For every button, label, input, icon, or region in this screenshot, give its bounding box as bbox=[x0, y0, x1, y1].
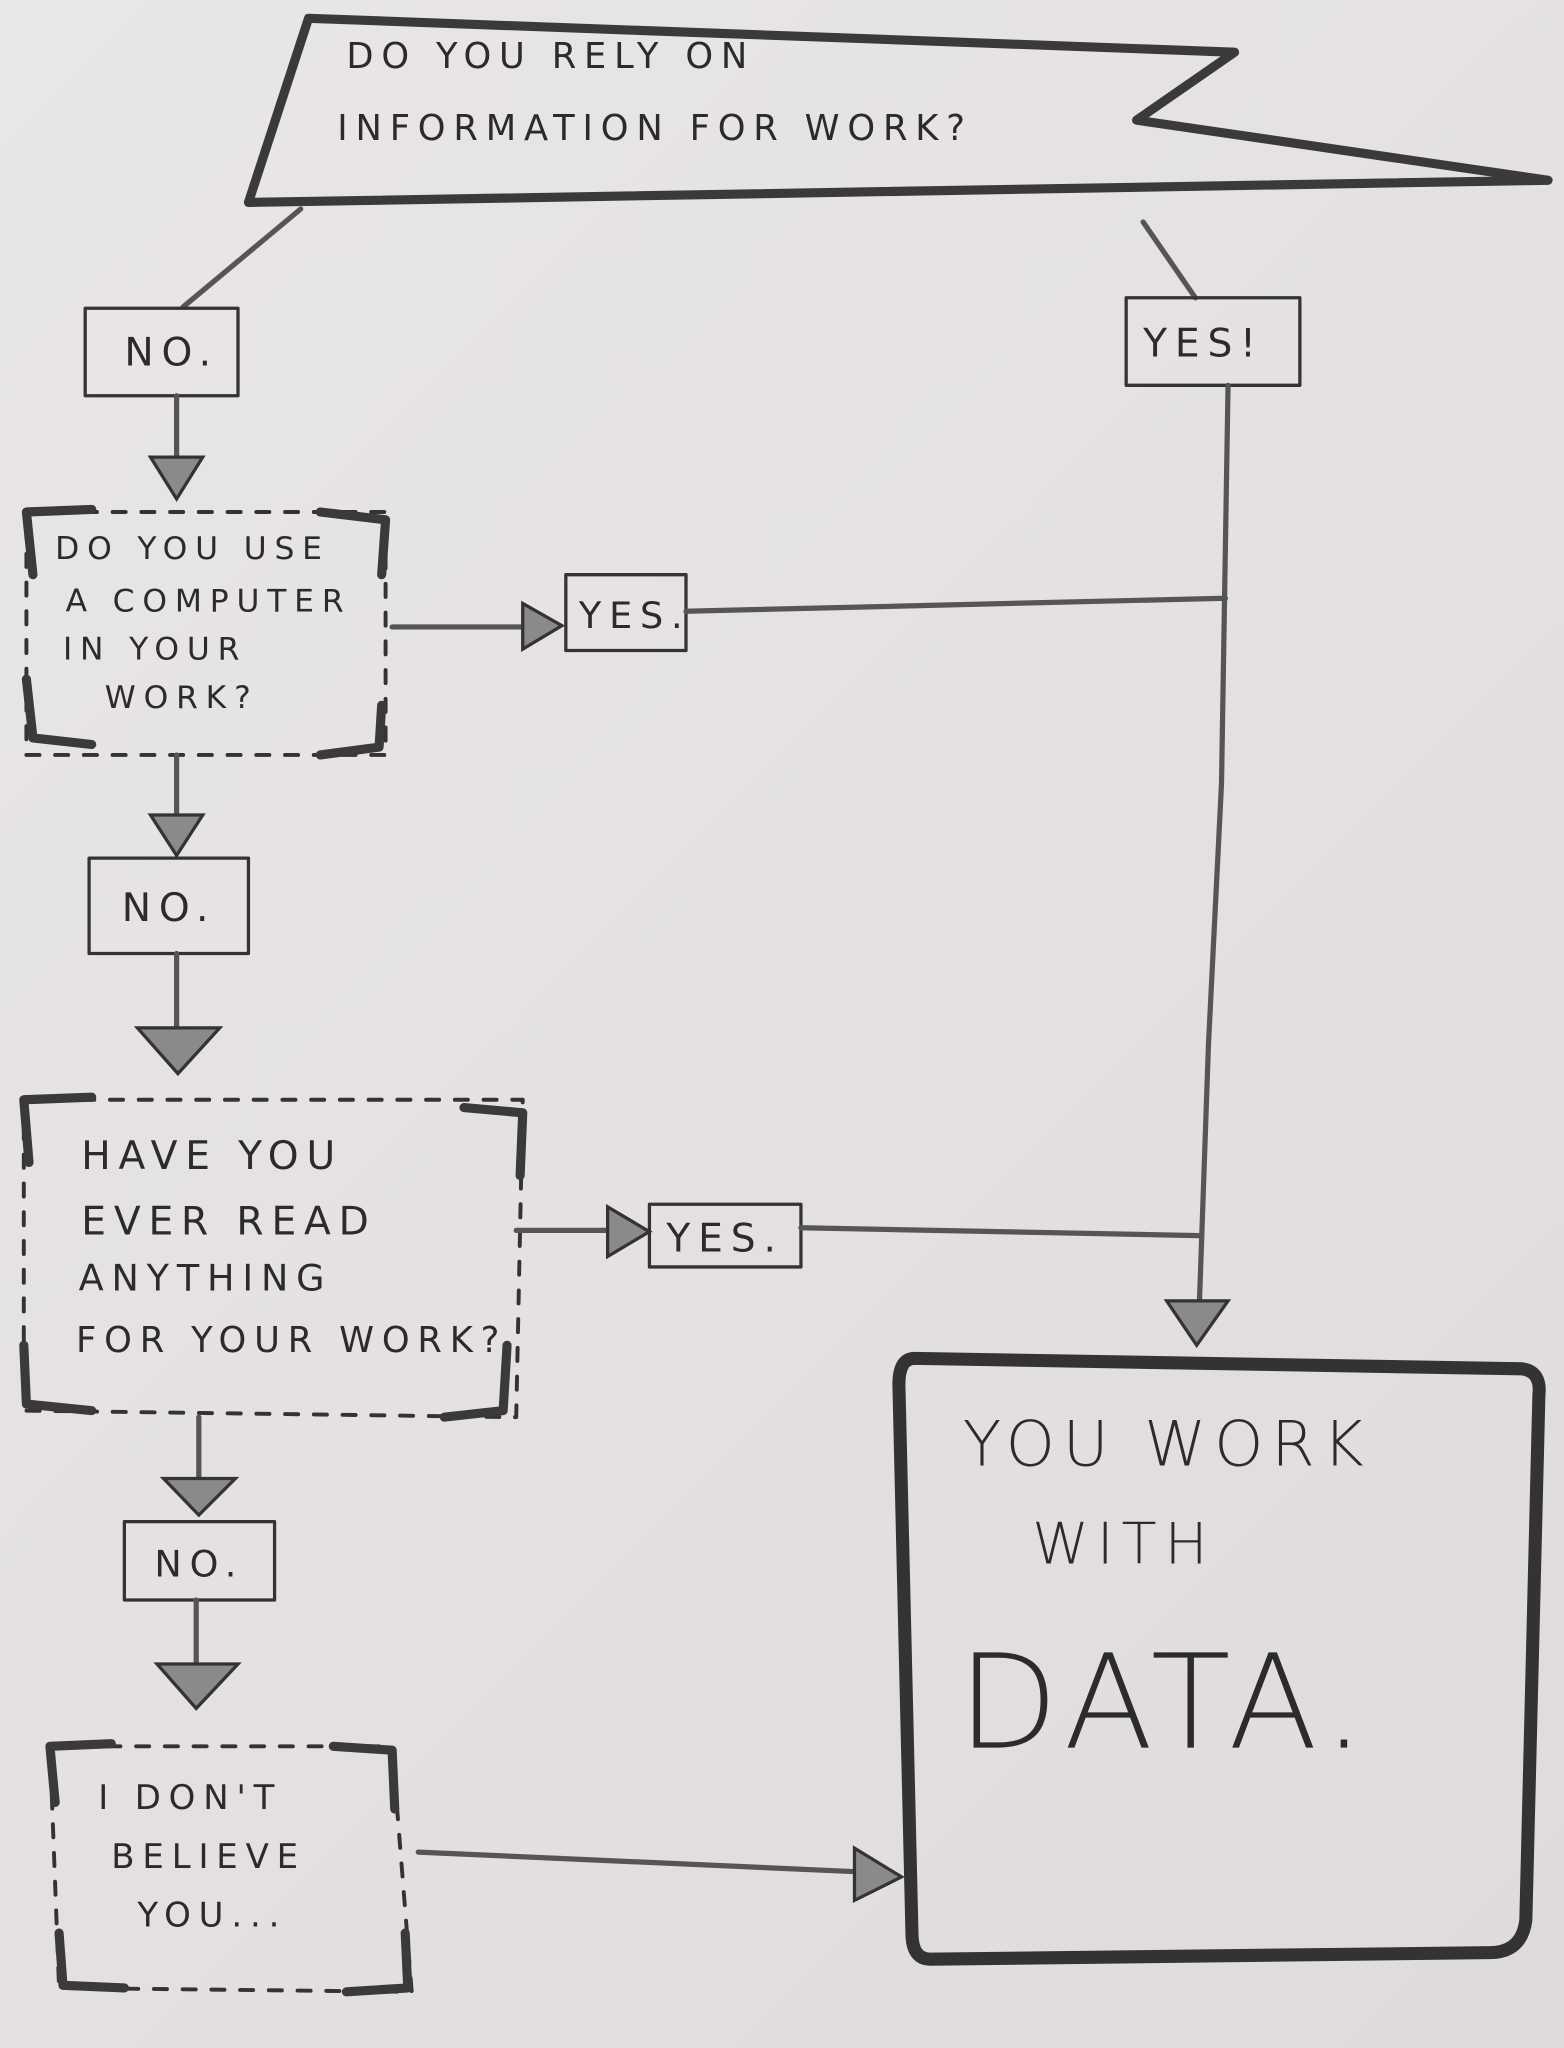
arrow-down-icon bbox=[133, 1026, 224, 1077]
connector-yes-3 bbox=[798, 1225, 1202, 1239]
arrow-right-icon bbox=[521, 600, 566, 653]
statement-text-line: YOU... bbox=[136, 1896, 287, 1936]
answer-yes-3: YES. bbox=[665, 1216, 783, 1261]
banner-text-line2: INFORMATION FOR WORK? bbox=[337, 108, 973, 149]
question-text-line: A COMPUTER bbox=[66, 583, 352, 619]
result-you-work-with-data: YOU WORK WITH DATA. bbox=[892, 1351, 1546, 1966]
statement-text-line: BELIEVE bbox=[111, 1837, 306, 1877]
banner-shape bbox=[243, 13, 1553, 208]
question-text-line: IN YOUR bbox=[63, 632, 247, 668]
connector-yes-to-data bbox=[1196, 382, 1231, 1309]
question-text-line: EVER READ bbox=[81, 1199, 376, 1244]
answer-yes-1: YES! bbox=[1142, 322, 1264, 367]
answer-no-1: NO. bbox=[124, 331, 219, 376]
statement-box-corners bbox=[45, 1739, 413, 1997]
answer-box-no-3 bbox=[122, 1519, 277, 1602]
result-text-line1: YOU WORK bbox=[963, 1407, 1372, 1480]
arrow-down-icon bbox=[147, 813, 206, 859]
question-box-dashed bbox=[24, 510, 388, 757]
question-text-line: HAVE YOU bbox=[81, 1134, 343, 1179]
answer-yes-2: YES. bbox=[578, 594, 691, 637]
question-text-line: WORK? bbox=[105, 680, 259, 716]
question-box-corners bbox=[19, 1092, 528, 1422]
result-text-line3: DATA. bbox=[958, 1627, 1373, 1779]
connector-yes-2 bbox=[683, 595, 1229, 614]
answer-box-no-2 bbox=[87, 856, 251, 956]
statement-dont-believe: I DON'T BELIEVE YOU... bbox=[45, 1739, 414, 1997]
banner-text-line1: DO YOU RELY ON bbox=[346, 36, 755, 77]
answer-box-yes-3 bbox=[647, 1202, 803, 1269]
answer-no-2: NO. bbox=[122, 886, 217, 931]
question-box-dashed bbox=[21, 1097, 525, 1420]
statement-text-line: I DON'T bbox=[98, 1778, 282, 1818]
result-text-line2: WITH bbox=[1032, 1510, 1215, 1577]
question-text-line: ANYTHING bbox=[79, 1256, 333, 1299]
question-text-line: DO YOU USE bbox=[55, 531, 330, 567]
connector bbox=[415, 1849, 859, 1875]
result-box bbox=[892, 1351, 1546, 1966]
connector-banner-no bbox=[180, 206, 304, 310]
statement-box-dashed bbox=[47, 1744, 414, 1994]
arrow-right-icon bbox=[606, 1203, 653, 1260]
question-text-line: FOR YOUR WORK? bbox=[76, 1320, 507, 1361]
question-rely-on-information: DO YOU RELY ON INFORMATION FOR WORK? bbox=[243, 13, 1553, 208]
question-ever-read: HAVE YOU EVER READ ANYTHING FOR YOUR WOR… bbox=[19, 1092, 528, 1422]
answer-box-no-1 bbox=[83, 306, 240, 398]
arrow-down-icon bbox=[1163, 1299, 1232, 1349]
connector-banner-yes bbox=[1140, 219, 1198, 301]
arrow-down-icon bbox=[147, 455, 206, 503]
arrow-down-icon bbox=[153, 1662, 242, 1711]
question-use-computer: DO YOU USE A COMPUTER IN YOUR WORK? bbox=[21, 504, 391, 760]
arrow-right-icon bbox=[852, 1845, 905, 1904]
answer-no-3: NO. bbox=[154, 1542, 244, 1585]
arrow-down-icon bbox=[159, 1476, 240, 1518]
question-box-corners bbox=[21, 504, 391, 760]
answer-box-yes-1 bbox=[1124, 296, 1302, 387]
